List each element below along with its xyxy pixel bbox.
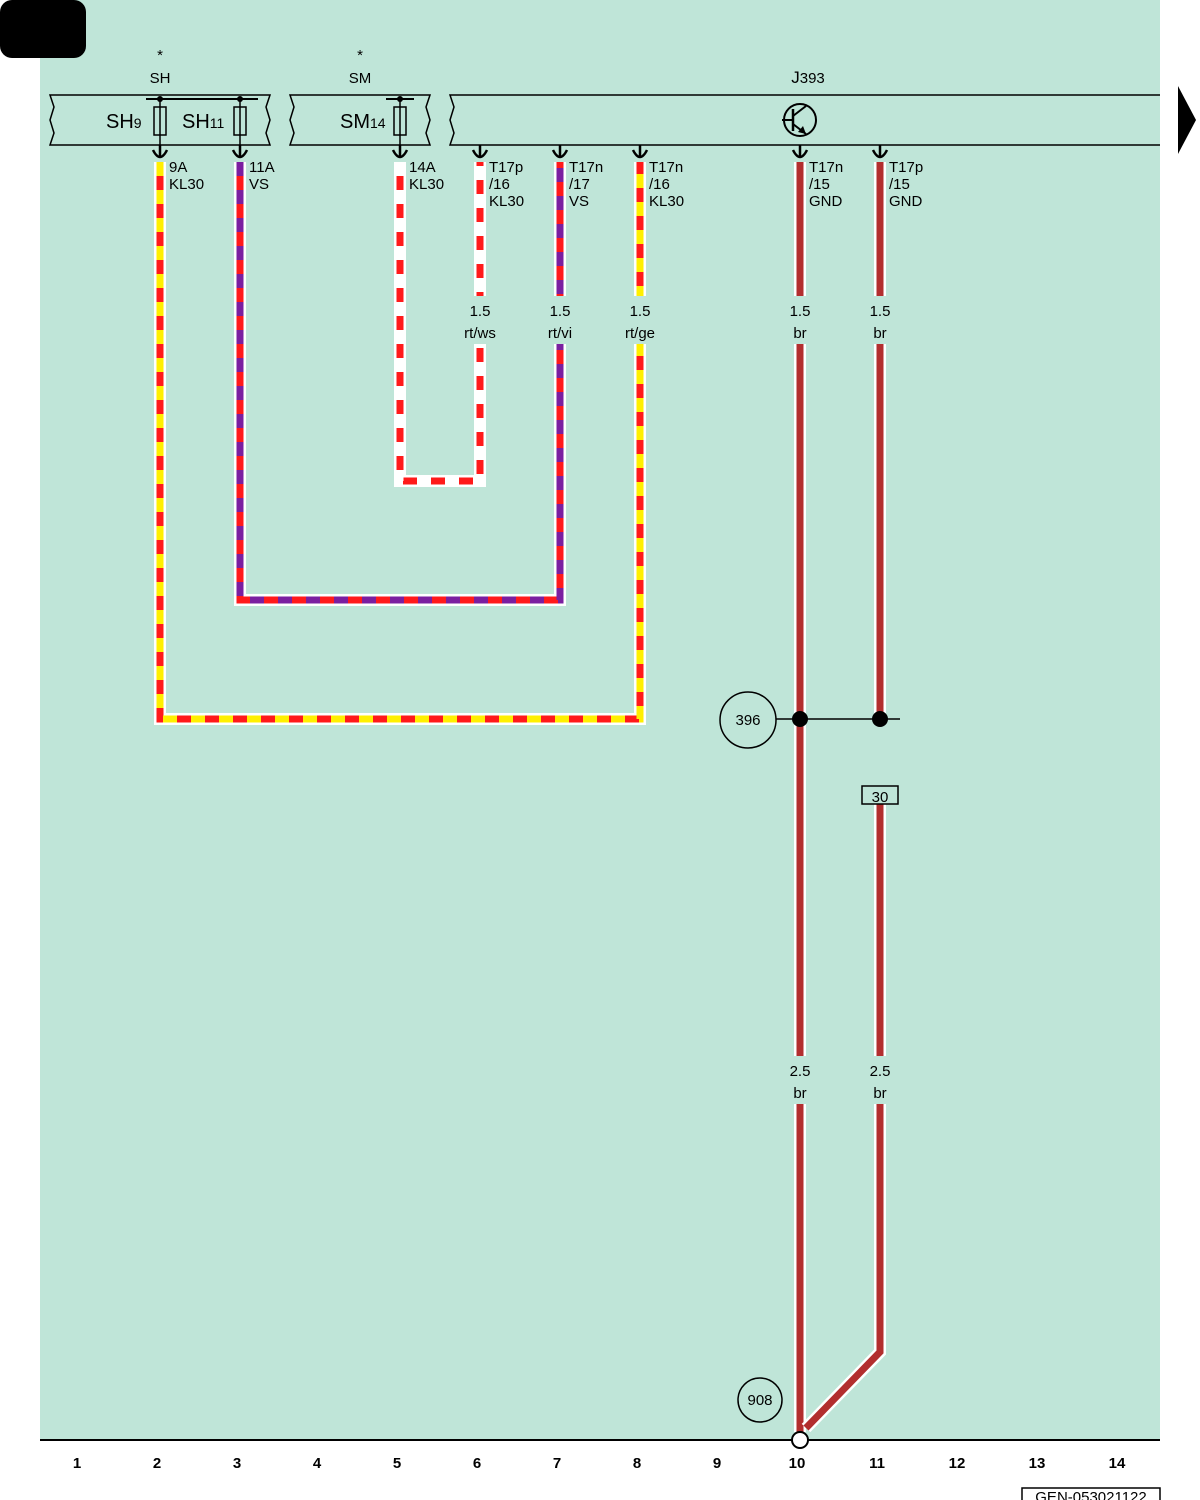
wire-label-gap xyxy=(551,296,569,344)
wire-rt-vi xyxy=(234,162,566,606)
wire-color-rtvi: rt/vi xyxy=(548,325,572,342)
splice-node-11 xyxy=(872,711,888,727)
wire-color-rtge: rt/ge xyxy=(625,325,655,342)
grid-number: 7 xyxy=(553,1455,561,1472)
next-page-arrow-icon[interactable] xyxy=(1178,86,1196,154)
wire-layer xyxy=(154,162,889,1433)
grid-number: 4 xyxy=(313,1455,322,1472)
wire-size-br10-top: 1.5 xyxy=(790,303,811,320)
wire-size-rtge: 1.5 xyxy=(630,303,651,320)
grid-number: 8 xyxy=(633,1455,641,1472)
connector-box-30[interactable] xyxy=(861,785,899,805)
control-unit-j393 xyxy=(448,94,1160,146)
footer-code-box xyxy=(1021,1487,1161,1500)
pin-connector-icon xyxy=(151,145,169,159)
grid-number: 6 xyxy=(473,1455,481,1472)
fuse-sh9-label: SH9 xyxy=(106,111,142,133)
ground-terminal xyxy=(791,1431,809,1449)
fuse-holder-sh xyxy=(48,94,272,146)
wire-size-rtvi: 1.5 xyxy=(550,303,571,320)
transistor-icon xyxy=(782,103,817,137)
ground-point-908-label: 908 xyxy=(747,1392,772,1409)
pin-connector-icon xyxy=(551,145,569,159)
wire-label-gap xyxy=(791,1056,809,1104)
wire-label-gap xyxy=(631,296,649,344)
ground-point-396-label: 396 xyxy=(735,712,760,729)
wire-rt-ge xyxy=(154,162,646,725)
sh-title: SH xyxy=(150,70,171,87)
pin-connector-icon xyxy=(631,145,649,159)
j393-title: J393 xyxy=(791,68,825,87)
connector-box-30-label: 30 xyxy=(872,789,889,806)
wire-label-gap xyxy=(871,1056,889,1104)
pin-connectors xyxy=(151,145,889,159)
wire-color-br10-bottom: br xyxy=(793,1085,806,1102)
pin-connector-icon xyxy=(391,145,409,159)
ground-point-908[interactable] xyxy=(737,1377,783,1423)
pin-connector-icon xyxy=(231,145,249,159)
fuse-sh11-icon xyxy=(233,96,247,150)
wire-color-rtws: rt/ws xyxy=(464,325,496,342)
grid-number: 9 xyxy=(713,1455,721,1472)
grid-number: 13 xyxy=(1029,1455,1046,1472)
grid-number: 3 xyxy=(233,1455,241,1472)
wire-labels: 1.5 rt/ws 1.5 rt/vi 1.5 rt/ge 1.5 br 1.5… xyxy=(464,303,890,1102)
wire-label-gap xyxy=(871,296,889,344)
wire-color-br11-top: br xyxy=(873,325,886,342)
fuse-holder-sm xyxy=(288,94,432,146)
wire-br-11-bottom xyxy=(801,804,886,1433)
grid-number: 12 xyxy=(949,1455,966,1472)
pin-connector-icon xyxy=(471,145,489,159)
fuse-sh9-icon xyxy=(153,96,167,150)
wire-label-gap xyxy=(791,296,809,344)
grid-number: 10 xyxy=(789,1455,806,1472)
wire-size-br10-bottom: 2.5 xyxy=(790,1063,811,1080)
fuse-sh11-label: SH11 xyxy=(182,111,225,133)
wire-color-br10-top: br xyxy=(793,325,806,342)
grid-number: 11 xyxy=(869,1455,885,1472)
ground-point-396[interactable] xyxy=(719,691,777,749)
grid-numbers: 1 2 3 4 5 6 7 8 9 10 11 12 13 14 xyxy=(73,1455,1126,1472)
fuse-sm14-icon xyxy=(393,96,407,150)
grid-number: 14 xyxy=(1109,1455,1126,1472)
sm-title: SM xyxy=(349,70,372,87)
wire-size-br11-bottom: 2.5 xyxy=(870,1063,891,1080)
sm-star: * xyxy=(357,47,363,64)
fuse-sm14-label: SM14 xyxy=(340,111,386,133)
wire-size-br11-top: 1.5 xyxy=(870,303,891,320)
wire-color-br11-bottom: br xyxy=(873,1085,886,1102)
footer-code: GEN-053021122 xyxy=(1035,1489,1146,1500)
wire-label-gap xyxy=(471,296,489,344)
grid-number: 2 xyxy=(153,1455,161,1472)
sh-star: * xyxy=(157,47,163,64)
grid-number: 1 xyxy=(73,1455,81,1472)
pin-connector-icon xyxy=(791,145,809,159)
splice-node-10 xyxy=(792,711,808,727)
grid-number: 5 xyxy=(393,1455,401,1472)
page-tab xyxy=(0,0,86,58)
wire-size-rtws: 1.5 xyxy=(470,303,491,320)
pin-connector-icon xyxy=(871,145,889,159)
